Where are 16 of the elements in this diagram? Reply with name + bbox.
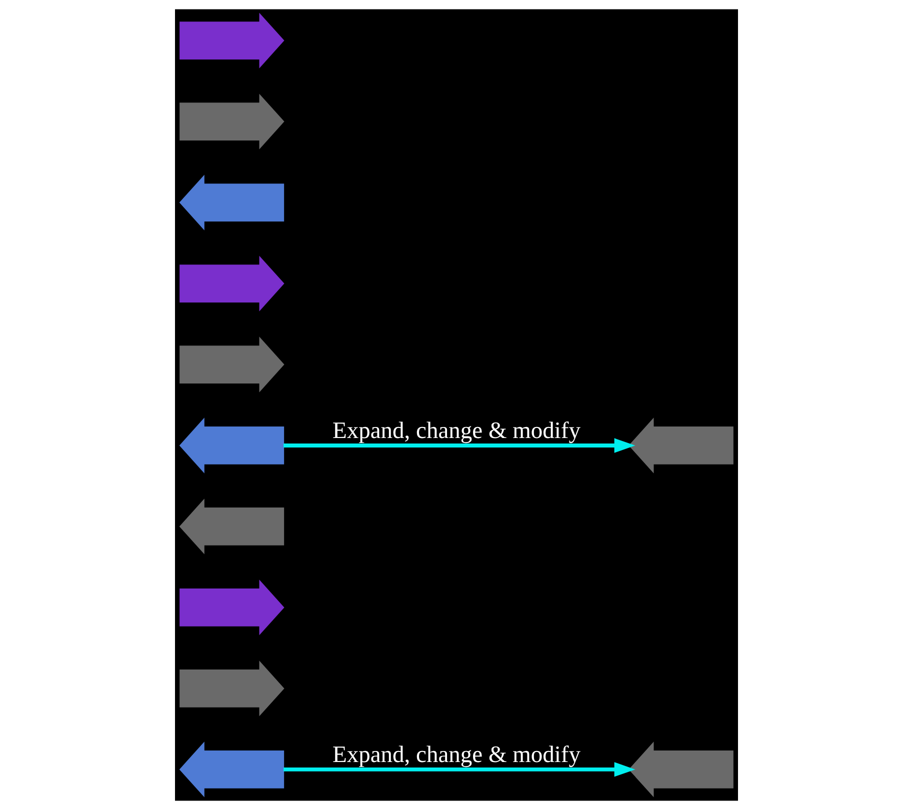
arrow <box>283 438 635 452</box>
node-arrow <box>179 660 284 716</box>
node-arrow <box>179 12 284 68</box>
edge-label: Expand, change & modify <box>332 418 580 444</box>
node-arrow <box>628 417 733 473</box>
node-arrow <box>179 336 284 392</box>
node-arrow <box>628 741 733 797</box>
node-arrow <box>179 93 284 149</box>
node-arrow <box>178 417 284 473</box>
node-arrow <box>179 579 284 635</box>
node-arrow <box>178 741 284 797</box>
arrow <box>283 762 635 776</box>
edge-label: Expand, change & modify <box>332 742 580 768</box>
node-arrow <box>178 174 284 230</box>
node-arrow <box>179 255 284 311</box>
node-arrow <box>178 498 284 554</box>
